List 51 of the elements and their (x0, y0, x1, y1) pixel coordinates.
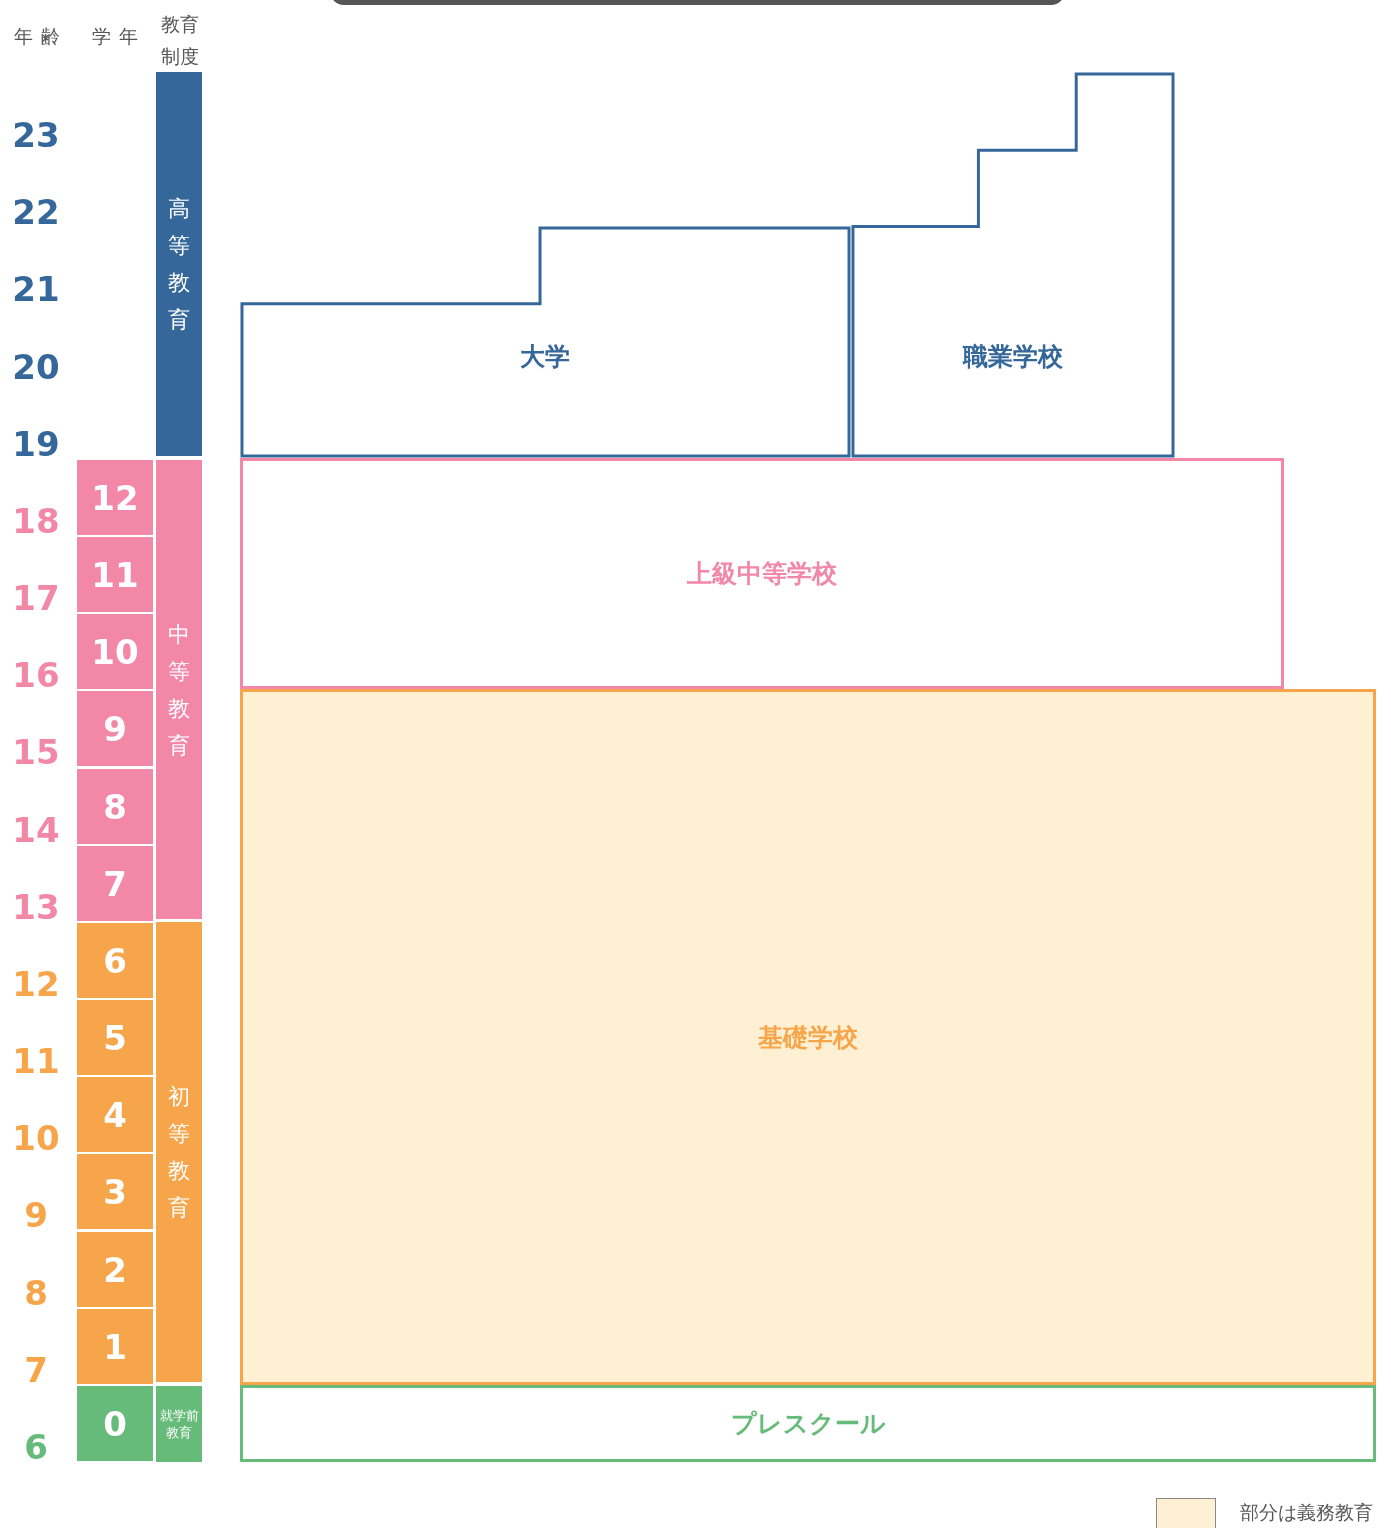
grade-cell: 11 (77, 537, 153, 612)
age-number: 21 (11, 269, 61, 309)
school-label: 基礎学校 (758, 1021, 858, 1054)
education-stage-band (156, 1386, 202, 1462)
age-number: 13 (11, 887, 61, 927)
grade-cell: 10 (77, 614, 153, 689)
column-header: 年齢 (13, 24, 69, 49)
age-number: 22 (11, 192, 61, 232)
age-number: 14 (11, 810, 61, 850)
grade-cell: 2 (77, 1232, 153, 1307)
grade-cell: 6 (77, 923, 153, 998)
school-label: 大学 (519, 341, 571, 373)
school-box (240, 458, 1284, 689)
school-label: 職業学校 (961, 341, 1064, 373)
column-header: 教育制度 (160, 12, 200, 69)
age-number: 11 (11, 1041, 61, 1081)
legend-label: 部分は義務教育 (1240, 1500, 1373, 1525)
school-box (240, 689, 1376, 1385)
grade-cell: 8 (77, 769, 153, 844)
stage-label: 高等教育 (167, 195, 191, 334)
column-header: 学年 (91, 24, 147, 49)
grade-cell: 3 (77, 1154, 153, 1229)
age-number: 20 (11, 347, 61, 387)
age-number: 7 (23, 1350, 49, 1390)
age-number: 19 (11, 424, 61, 464)
stage-label: 就学前教育 (159, 1407, 199, 1441)
age-number: 10 (11, 1118, 61, 1158)
education-stage-band (156, 922, 202, 1382)
grade-cell: 5 (77, 1000, 153, 1075)
age-number: 8 (23, 1273, 49, 1313)
age-number: 16 (11, 655, 61, 695)
age-number: 12 (11, 964, 61, 1004)
grade-cell: 12 (77, 460, 153, 535)
grade-cell: 9 (77, 691, 153, 766)
age-number: 15 (11, 732, 61, 772)
school-label: プレスクール (730, 1408, 886, 1440)
stage-label: 初等教育 (167, 1083, 191, 1222)
age-number: 9 (23, 1195, 49, 1235)
grade-cell: 1 (77, 1309, 153, 1384)
stage-label: 中等教育 (167, 620, 191, 760)
grade-cell: 4 (77, 1077, 153, 1152)
education-stage-band (156, 460, 202, 919)
age-number: 18 (11, 501, 61, 541)
education-stage-band (156, 72, 202, 456)
school-label: 上級中等学校 (687, 558, 837, 590)
age-number: 6 (23, 1427, 49, 1467)
school-box (240, 1385, 1376, 1462)
grade-cell: 0 (77, 1386, 153, 1461)
age-number: 17 (11, 578, 61, 618)
age-number: 23 (11, 115, 61, 155)
grade-cell: 7 (77, 846, 153, 921)
